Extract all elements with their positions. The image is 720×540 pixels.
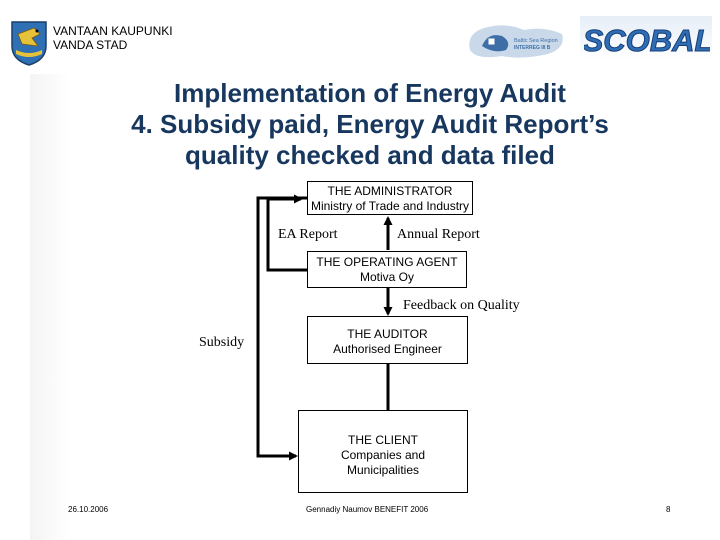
footer-author: Gennadiy Naumov BENEFIT 2006: [306, 505, 429, 514]
feedback-label: Feedback on Quality: [403, 298, 520, 313]
client-line-2: Companies and: [340, 448, 426, 462]
subsidy-arrow: [256, 196, 307, 461]
subsidy-label: Subsidy: [199, 335, 245, 350]
program-logo-line-2: INTERREG III B: [514, 45, 551, 51]
coat-of-arms-icon: [11, 21, 47, 66]
title-line-3: quality checked and data filed: [185, 140, 555, 170]
client-box: THE CLIENT Companies and Municipalities: [298, 410, 468, 493]
baltic-sea-region-logo: Baltic Sea Region INTERREG III B: [469, 25, 563, 58]
operating-agent-box: THE OPERATING AGENT Motiva Oy: [307, 251, 467, 288]
operating-agent-org: Motiva Oy: [359, 270, 414, 284]
footer-date: 26.10.2006: [68, 505, 109, 514]
auditor-org: Authorised Engineer: [333, 342, 442, 356]
administrator-title: THE ADMINISTRATOR: [327, 184, 453, 198]
escobalt-logo-frame: [580, 16, 712, 60]
title-line-1: Implementation of Energy Audit: [174, 78, 566, 108]
auditor-box: THE AUDITOR Authorised Engineer: [307, 316, 468, 364]
organization-name: VANTAAN KAUPUNKI VANDA STAD: [53, 24, 173, 52]
client-line-3: Municipalities: [346, 463, 420, 477]
escobalt-logo-text: ESCOBALT: [584, 23, 710, 58]
org-line-2: VANDA STAD: [53, 38, 128, 52]
title-line-2: 4. Subsidy paid, Energy Audit Report’s: [131, 109, 609, 139]
auditor-title: THE AUDITOR: [347, 327, 428, 341]
administrator-box: THE ADMINISTRATOR Ministry of Trade and …: [307, 181, 473, 215]
slide-title: Implementation of Energy Audit 4. Subsid…: [90, 78, 650, 171]
program-logo-line-1: Baltic Sea Region: [514, 38, 558, 44]
escobalt-logo: ESCOBALT: [584, 23, 710, 59]
client-title: THE CLIENT: [347, 433, 418, 447]
page-number: 8: [666, 505, 671, 514]
administrator-org: Ministry of Trade and Industry: [310, 199, 470, 213]
org-line-1: VANTAAN KAUPUNKI: [53, 24, 173, 38]
annual-report-label: Annual Report: [397, 227, 480, 242]
operating-agent-title: THE OPERATING AGENT: [316, 255, 458, 269]
ea-report-label: EA Report: [278, 227, 338, 242]
